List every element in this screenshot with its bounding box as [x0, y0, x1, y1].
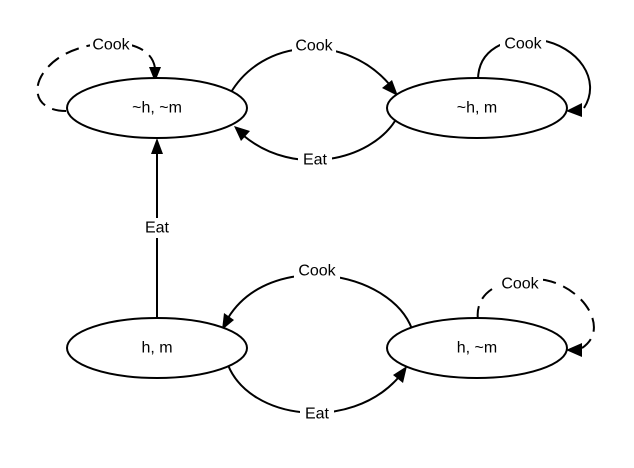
arrowhead — [393, 366, 407, 383]
state-label: ~h, ~m — [132, 100, 182, 117]
edge-cook-not-h-not-m-to-not-h-m: Cook — [229, 37, 398, 96]
state-h-not-m[interactable]: h, ~m — [386, 317, 568, 379]
edge-cook-self-not-h-m: Cook — [477, 35, 591, 117]
arrowhead — [222, 313, 234, 330]
edge-label: Cook — [501, 276, 539, 293]
state-label: ~h, m — [457, 100, 497, 117]
edge-cook-self-h-not-m: Cook — [476, 275, 595, 357]
arrowhead — [151, 138, 163, 154]
edge-label: Cook — [504, 36, 542, 53]
edge-cook-self-not-h-not-m: Cook — [36, 36, 161, 112]
arrowhead — [149, 67, 161, 82]
arrowhead — [382, 80, 398, 96]
state-label: h, m — [141, 340, 172, 357]
state-not-h-not-m[interactable]: ~h, ~m — [66, 77, 248, 139]
edge-label: Cook — [298, 263, 336, 280]
edge-label: Eat — [303, 152, 328, 169]
edge-cook-h-not-m-to-h-m: Cook — [222, 262, 413, 330]
state-label: h, ~m — [457, 340, 497, 357]
edge-label: Cook — [92, 37, 130, 54]
arrowhead — [566, 343, 582, 357]
edge-eat-h-m-to-h-not-m: Eat — [227, 364, 407, 423]
edge-label: Eat — [305, 406, 330, 423]
arrowhead — [234, 126, 250, 141]
edge-label: Cook — [295, 38, 333, 55]
arrowhead — [566, 103, 582, 117]
edge-eat-not-h-m-to-not-h-not-m: Eat — [234, 120, 396, 169]
state-h-m[interactable]: h, m — [66, 317, 248, 379]
edge-label: Eat — [145, 220, 170, 237]
state-not-h-m[interactable]: ~h, m — [386, 77, 568, 139]
edge-eat-h-m-to-not-h-not-m: Eat — [140, 138, 174, 318]
